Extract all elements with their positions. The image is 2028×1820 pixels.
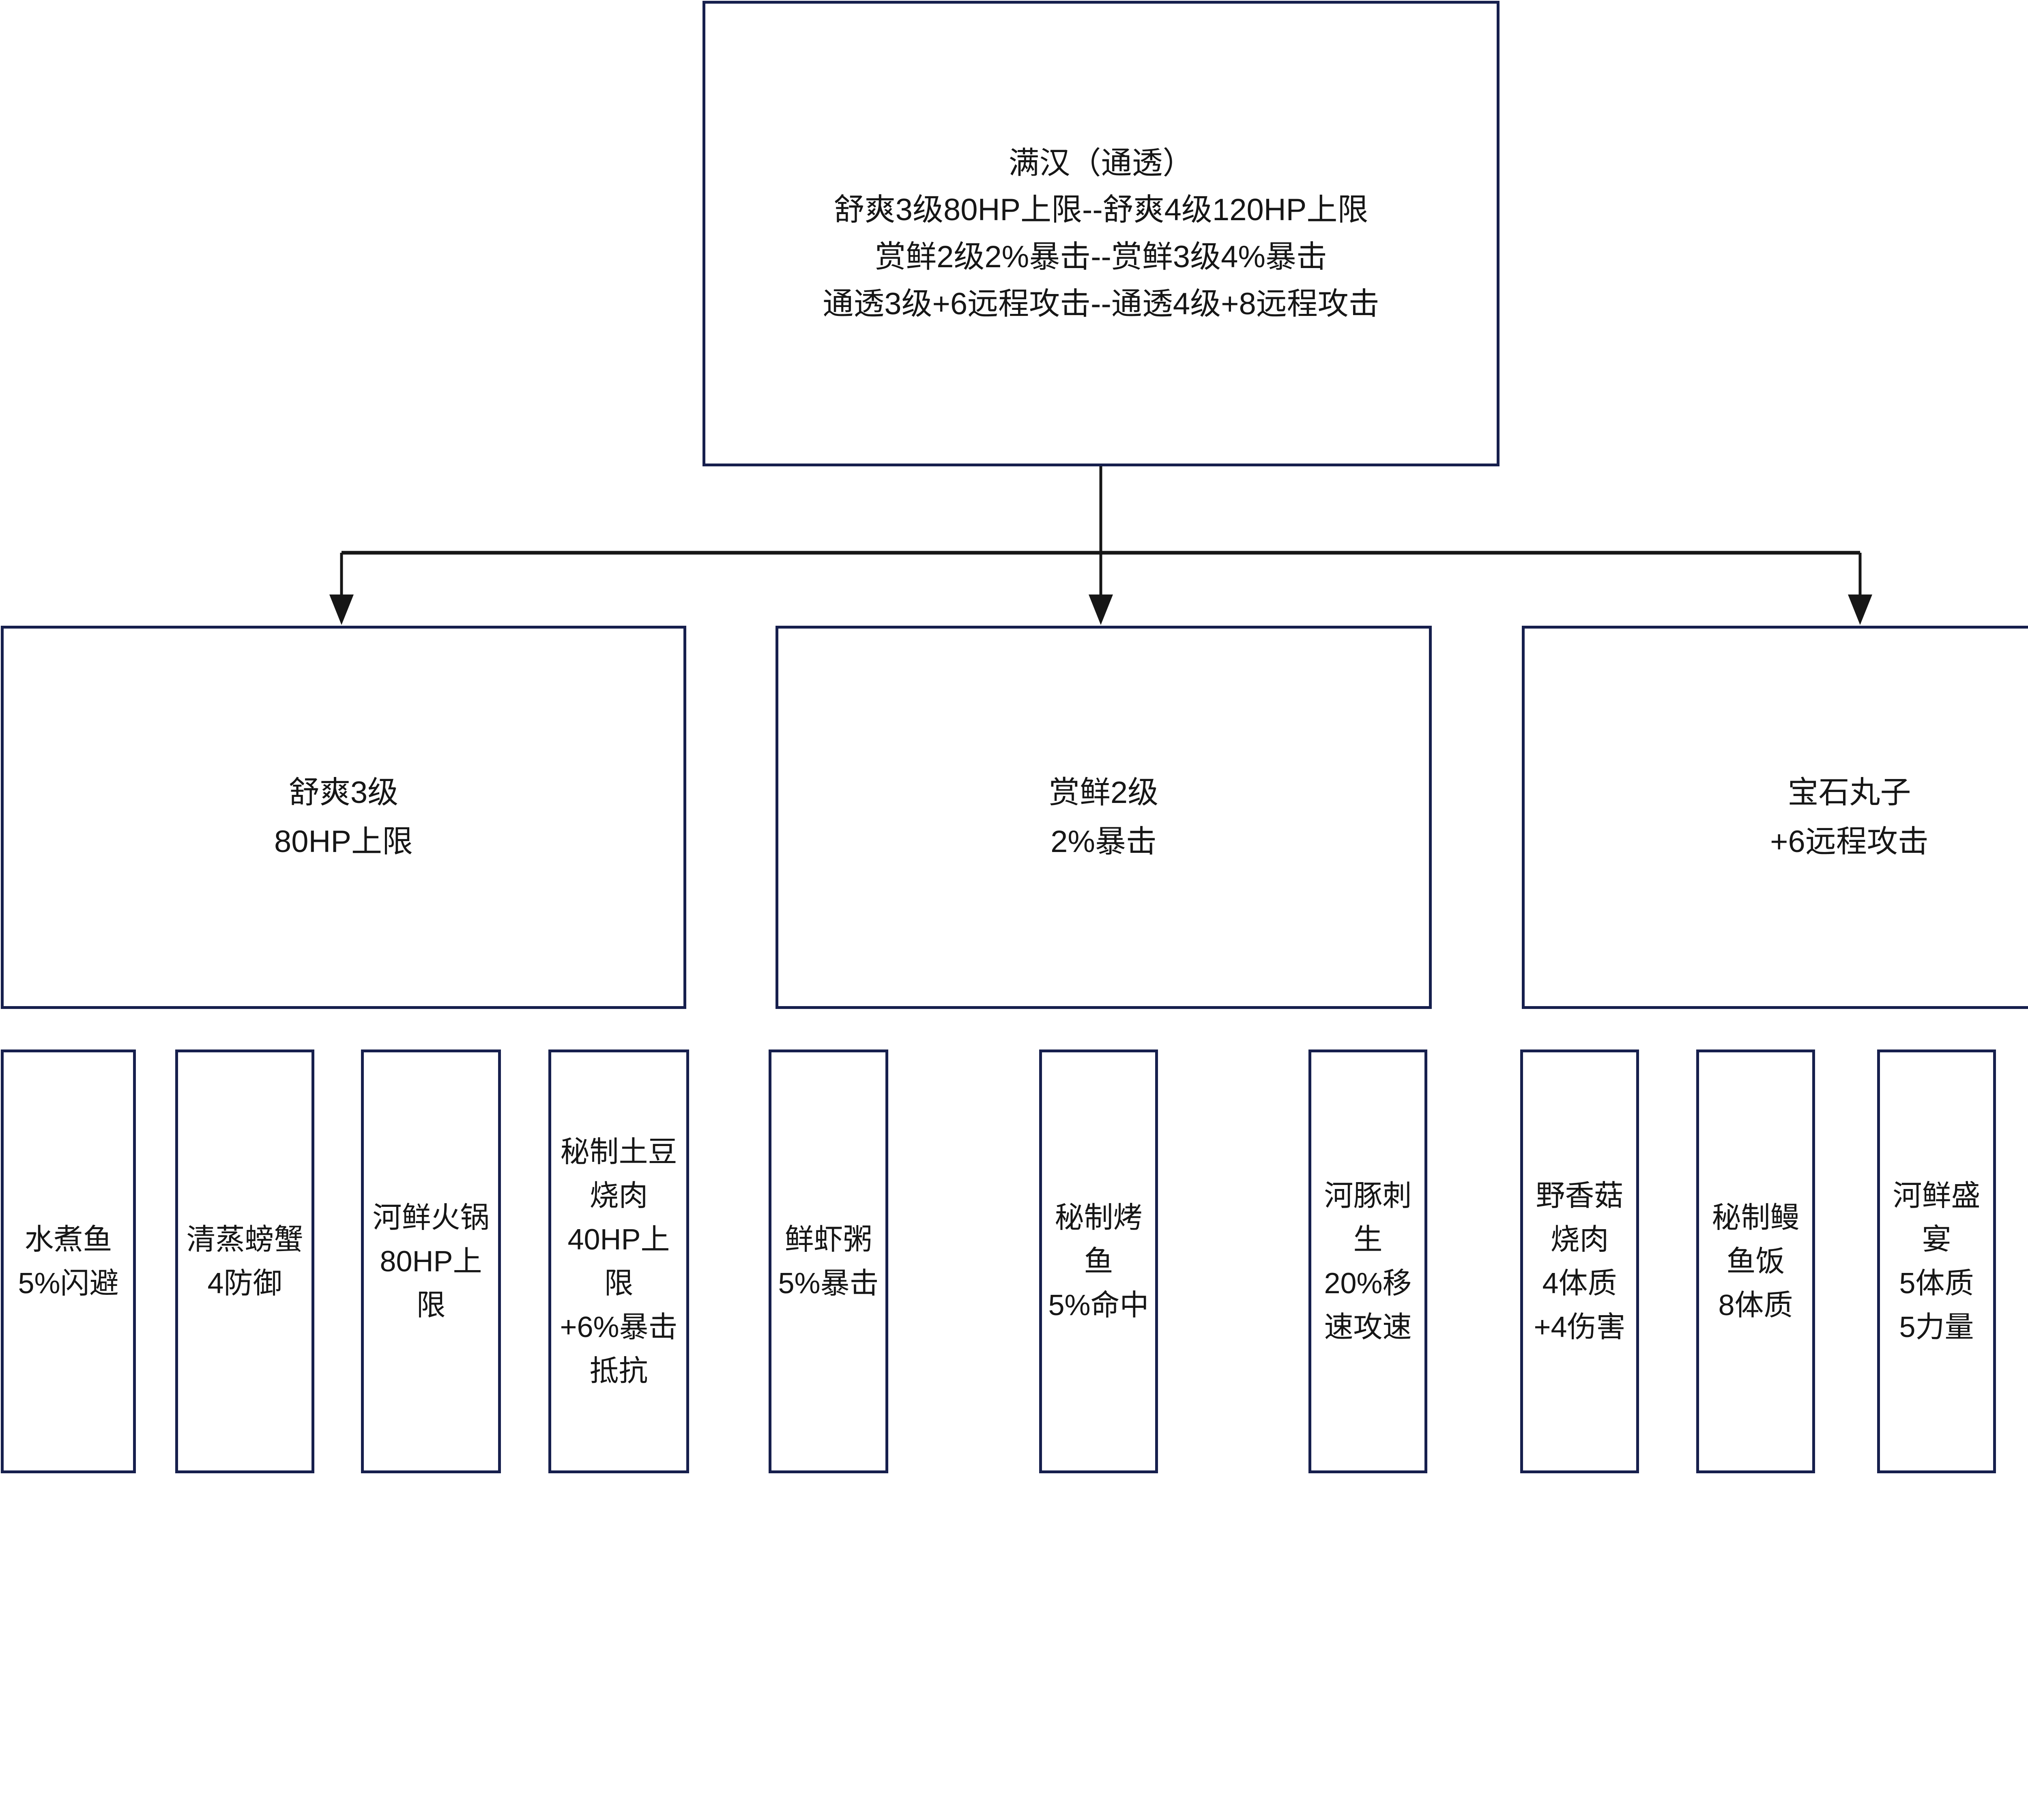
leaf-node-5-text: 秘制烤鱼 5%命中 xyxy=(1048,1201,1149,1322)
leaf-node-mizhimanyufan[interactable]: 秘制鳗鱼饭 8体质 xyxy=(1696,1050,1815,1473)
leaf-node-xianxiazhou[interactable]: 鲜虾粥 5%暴击 xyxy=(769,1050,888,1473)
leaf-node-mizhitudoushaorou[interactable]: 秘制土豆烧肉 40HP上限 +6%暴击抵抗 xyxy=(548,1050,689,1473)
leaf-node-1-text: 清蒸螃蟹 4防御 xyxy=(186,1223,303,1300)
leaf-node-qingzhengpangxie[interactable]: 清蒸螃蟹 4防御 xyxy=(175,1050,314,1473)
leaf-node-yexianggushaorou[interactable]: 野香菇烧肉 4体质 +4伤害 xyxy=(1520,1050,1639,1473)
leaf-node-6-text: 河豚刺生 20%移速攻速 xyxy=(1324,1179,1412,1344)
leaf-node-shuizhuyu[interactable]: 水煮鱼 5%闪避 xyxy=(1,1050,136,1473)
root-node-text: 满汉（通透） 舒爽3级80HP上限--舒爽4级120HP上限 赏鲜2级2%暴击-… xyxy=(823,146,1379,321)
leaf-node-hetunsisheng[interactable]: 河豚刺生 20%移速攻速 xyxy=(1308,1050,1427,1473)
tier2-node-1-text: 赏鲜2级 2%暴击 xyxy=(1048,775,1159,859)
leaf-node-mizhikaoyu[interactable]: 秘制烤鱼 5%命中 xyxy=(1039,1050,1158,1473)
root-node[interactable]: 满汉（通透） 舒爽3级80HP上限--舒爽4级120HP上限 赏鲜2级2%暴击-… xyxy=(702,1,1500,466)
tier2-node-baoshiwanzi[interactable]: 宝石丸子 +6远程攻击 xyxy=(1522,626,2028,1009)
leaf-node-hexianshengyan[interactable]: 河鲜盛宴 5体质 5力量 xyxy=(1877,1050,1996,1473)
arrowhead-left xyxy=(329,595,354,625)
leaf-node-2-text: 河鲜火锅 80HP上限 xyxy=(372,1201,490,1322)
tier2-node-2-text: 宝石丸子 +6远程攻击 xyxy=(1770,775,1929,859)
leaf-node-hexianhuoguo[interactable]: 河鲜火锅 80HP上限 xyxy=(361,1050,501,1473)
arrowhead-right xyxy=(1848,595,1872,625)
arrowhead-middle xyxy=(1089,595,1113,625)
leaf-node-3-text: 秘制土豆烧肉 40HP上限 +6%暴击抵抗 xyxy=(560,1135,678,1387)
tier2-node-0-text: 舒爽3级 80HP上限 xyxy=(274,775,413,859)
tier2-node-shangxian[interactable]: 赏鲜2级 2%暴击 xyxy=(776,626,1432,1009)
leaf-node-9-text: 河鲜盛宴 5体质 5力量 xyxy=(1893,1179,1981,1344)
leaf-node-0-text: 水煮鱼 5%闪避 xyxy=(18,1223,119,1300)
leaf-node-7-text: 野香菇烧肉 4体质 +4伤害 xyxy=(1534,1179,1626,1344)
leaf-node-4-text: 鲜虾粥 5%暴击 xyxy=(778,1223,879,1300)
tier2-node-shuangshuang[interactable]: 舒爽3级 80HP上限 xyxy=(1,626,686,1009)
leaf-node-8-text: 秘制鳗鱼饭 8体质 xyxy=(1712,1201,1800,1322)
